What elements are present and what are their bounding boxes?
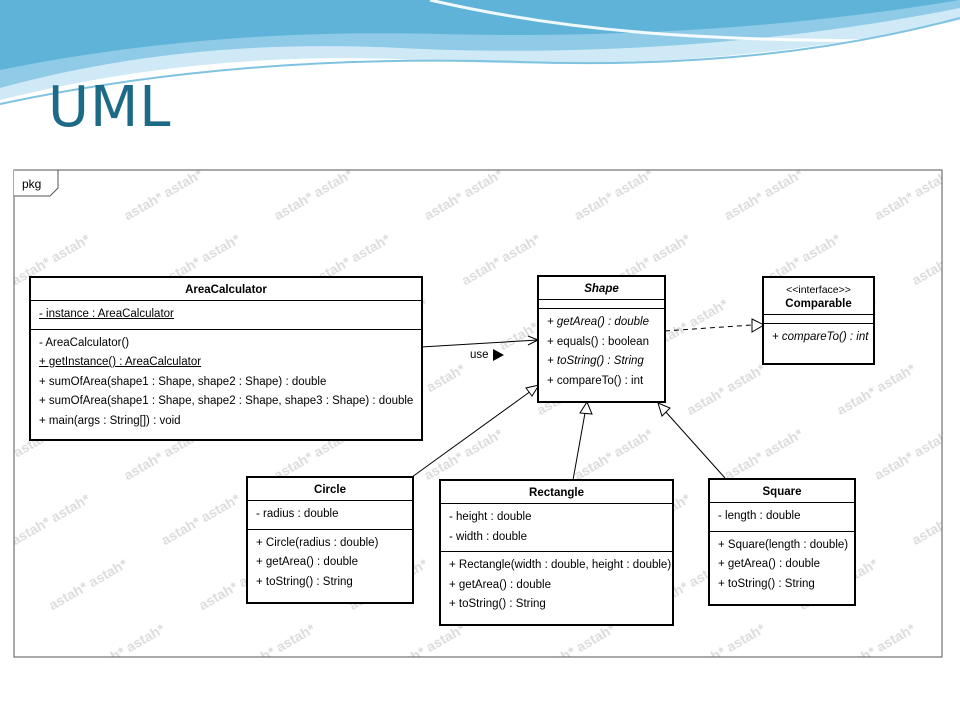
class-attributes: [539, 300, 664, 309]
class-circle[interactable]: Circle - radius : double + Circle(radius…: [246, 476, 414, 604]
square-generalization-line: [664, 410, 726, 479]
class-shape[interactable]: Shape + getArea() : double + equals() : …: [537, 275, 666, 403]
class-operations: + Circle(radius : double) + getArea() : …: [248, 530, 412, 597]
attribute: - length : double: [718, 510, 801, 522]
operation: + sumOfArea(shape1 : Shape, shape2 : Sha…: [39, 395, 414, 407]
operation: + toString() : String: [449, 598, 546, 610]
class-rectangle[interactable]: Rectangle - height : double - width : do…: [439, 479, 674, 626]
attribute: - instance : AreaCalculator: [39, 308, 174, 320]
package-frame: [13, 169, 943, 658]
operation: - AreaCalculator(): [39, 336, 130, 349]
stereotype: <<interface>>: [786, 284, 851, 296]
operation: + getArea() : double: [547, 316, 649, 328]
class-attributes: - height : double - width : double: [441, 504, 672, 552]
use-dependency-line: [420, 339, 539, 348]
slide-title: UML: [48, 75, 172, 140]
circle-generalization-arrowhead: [525, 384, 541, 397]
class-operations: - AreaCalculator() + getInstance() : Are…: [31, 330, 421, 436]
circle-generalization-line: [411, 390, 532, 478]
operation: + Square(length : double): [718, 538, 849, 551]
operation: + Rectangle(width : double, height : dou…: [449, 559, 672, 571]
class-name: Circle: [248, 478, 412, 501]
class-square[interactable]: Square - length : double + Square(length…: [708, 478, 856, 606]
square-generalization-arrowhead: [657, 402, 671, 417]
realization-arrowhead: [751, 318, 766, 333]
class-name: Rectangle: [441, 481, 672, 504]
attribute: - radius : double: [256, 508, 339, 520]
use-dependency-arrowhead: [527, 335, 539, 346]
package-frame-tab: [14, 169, 59, 197]
operation: + toString() : String: [547, 355, 644, 367]
operation: + getArea() : double: [449, 578, 551, 591]
realization-line: [664, 324, 753, 332]
class-attributes: - radius : double: [248, 501, 412, 530]
class-name: Square: [710, 480, 854, 503]
interface-comparable[interactable]: <<interface>> Comparable + compareTo() :…: [762, 276, 875, 365]
class-attributes: - length : double: [710, 503, 854, 532]
operation: + toString() : String: [718, 577, 815, 590]
operation: + Circle(radius : double): [256, 536, 379, 549]
class-attributes: - instance : AreaCalculator: [31, 301, 421, 330]
class-name: AreaCalculator: [31, 278, 421, 301]
operation: + getArea() : double: [256, 556, 358, 568]
operation: + equals() : boolean: [547, 335, 649, 348]
class-area-calculator[interactable]: AreaCalculator - instance : AreaCalculat…: [29, 276, 423, 441]
interface-name: Comparable: [785, 298, 852, 310]
operation: + compareTo() : int: [772, 331, 869, 343]
class-operations: + Square(length : double) + getArea() : …: [710, 532, 854, 599]
operation: + getArea() : double: [718, 558, 820, 570]
class-operations: + compareTo() : int: [764, 324, 873, 352]
class-name: <<interface>> Comparable: [764, 278, 873, 315]
class-operations: + getArea() : double + equals() : boolea…: [539, 309, 664, 395]
class-name: Shape: [539, 277, 664, 300]
use-label: use: [470, 349, 489, 361]
rectangle-generalization-line: [572, 412, 586, 481]
operation: + sumOfArea(shape1 : Shape, shape2 : Sha…: [39, 375, 327, 388]
operation: + compareTo() : int: [547, 374, 644, 387]
operation: + getInstance() : AreaCalculator: [39, 356, 202, 368]
header-wave-decoration: [0, 0, 960, 105]
package-frame-label: pkg: [22, 177, 41, 191]
use-direction-triangle: [493, 349, 504, 361]
operation: + main(args : String[]) : void: [39, 414, 181, 427]
attribute: - width : double: [449, 530, 527, 543]
class-attributes: [764, 315, 873, 324]
attribute: - height : double: [449, 511, 532, 523]
operation: + toString() : String: [256, 575, 353, 588]
rectangle-generalization-arrowhead: [579, 400, 593, 415]
class-operations: + Rectangle(width : double, height : dou…: [441, 552, 672, 619]
